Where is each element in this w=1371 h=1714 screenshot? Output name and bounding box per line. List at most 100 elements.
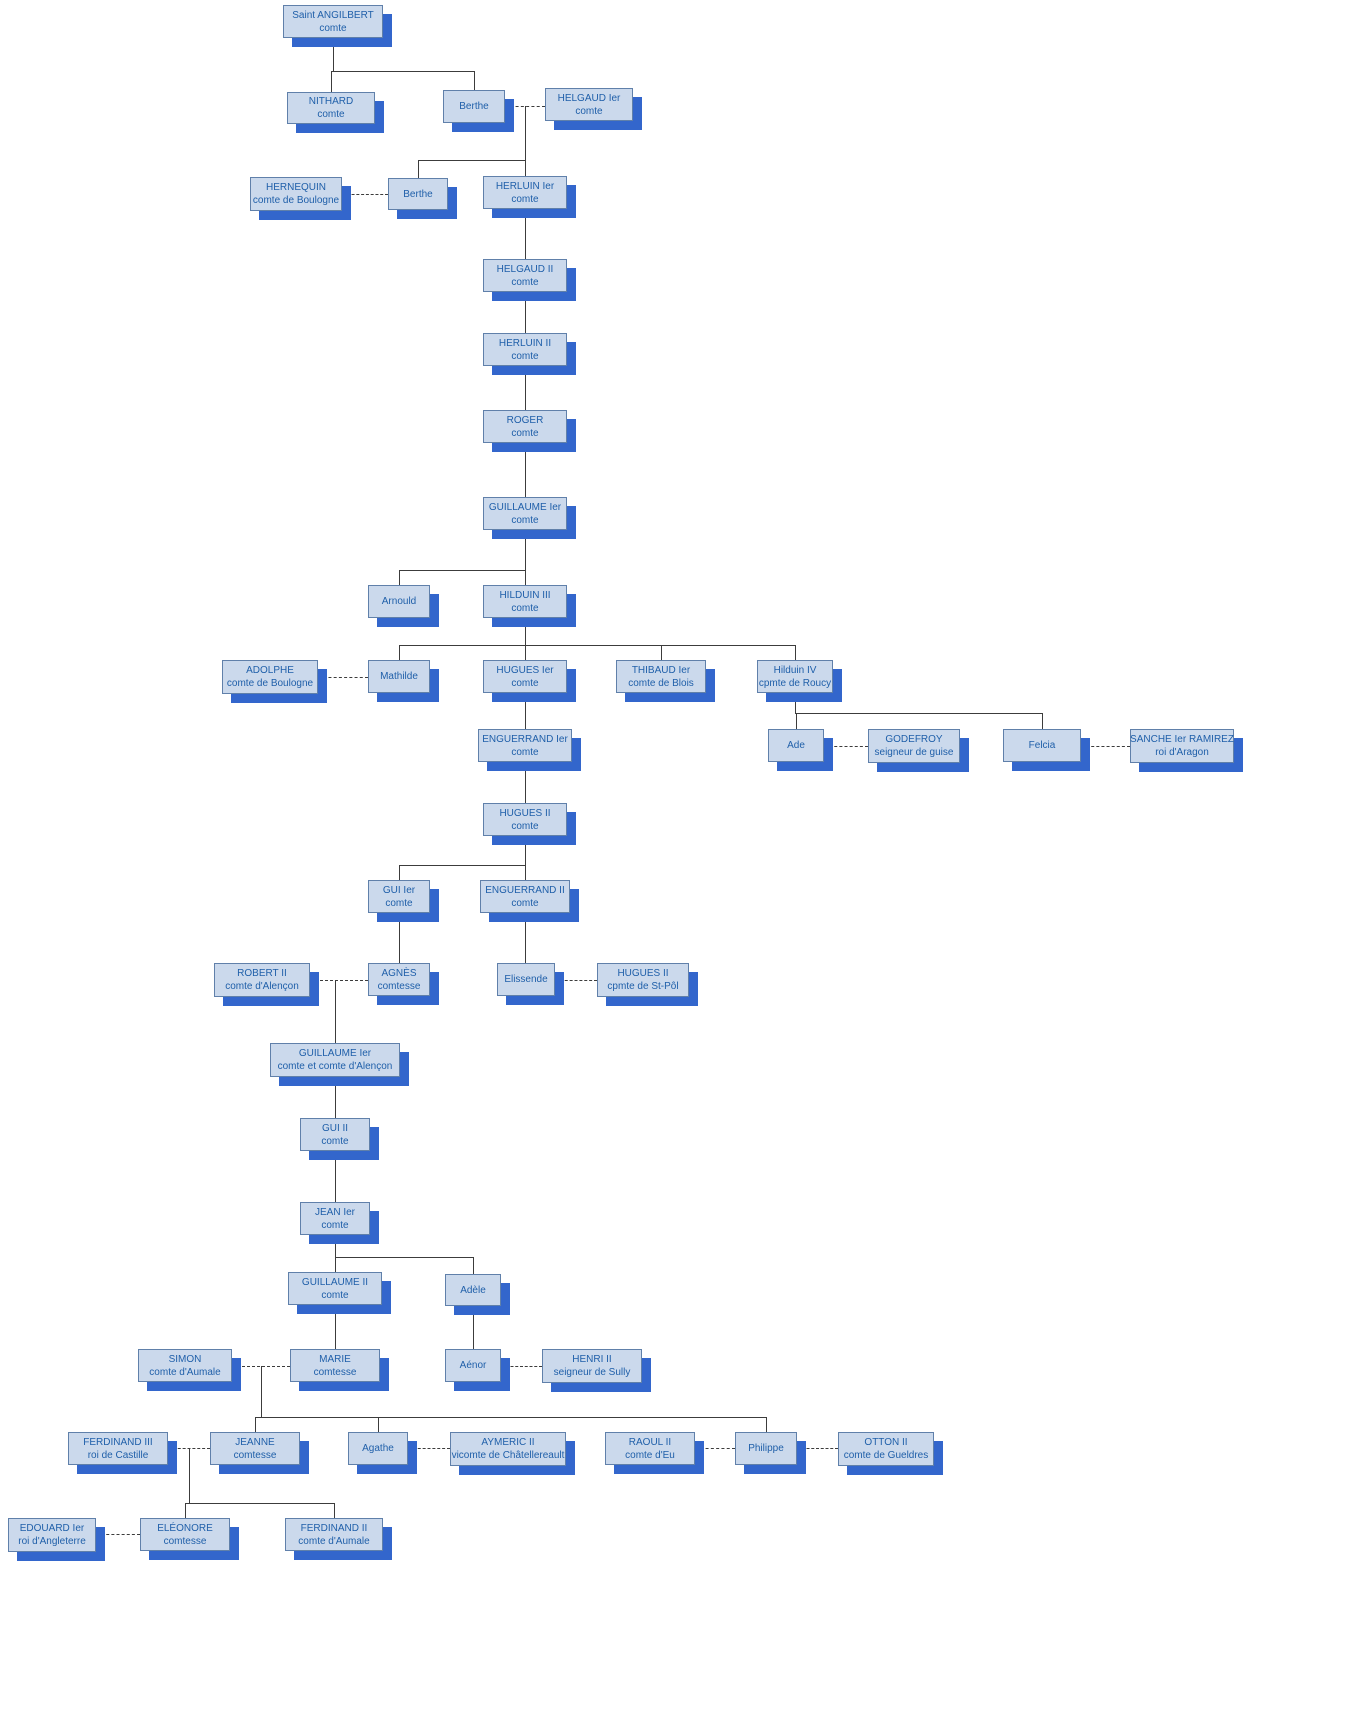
person-title: roi de Castille <box>87 1449 149 1461</box>
node-aenor[interactable]: Aénor <box>445 1349 501 1382</box>
person-title: comte <box>385 897 413 909</box>
descent-connector <box>378 1417 379 1432</box>
descent-connector <box>795 713 1042 714</box>
person-title: comte <box>575 105 603 117</box>
descent-connector <box>525 618 526 645</box>
descent-connector <box>331 71 332 92</box>
person-name: Elissende <box>504 974 548 985</box>
descent-connector <box>525 366 526 410</box>
node-berthe-1[interactable]: Berthe <box>443 90 505 123</box>
person-name: ROGER <box>506 414 544 426</box>
person-name: ADOLPHE <box>246 665 294 676</box>
person-name: NITHARD <box>308 96 354 107</box>
person-name: JEAN Ier <box>314 1206 355 1218</box>
descent-connector <box>418 160 419 178</box>
person-title: comte <box>511 897 539 909</box>
descent-connector <box>185 1503 334 1504</box>
descent-connector <box>399 570 525 571</box>
node-philippe[interactable]: Philippe <box>735 1432 797 1465</box>
descent-connector <box>525 913 526 963</box>
person-name: GUILLAUME II <box>301 1276 369 1288</box>
marriage-connector <box>342 194 388 195</box>
node-adele[interactable]: Adèle <box>445 1274 501 1306</box>
node-elissende[interactable]: Elissende <box>497 963 555 996</box>
descent-connector <box>335 1257 336 1272</box>
person-title: comte <box>511 677 539 689</box>
person-name: GUI Ier <box>382 884 416 896</box>
person-name: ROBERT II <box>237 968 287 979</box>
person-name: Ade <box>787 740 805 751</box>
person-name: Berthe <box>459 101 489 112</box>
descent-connector <box>525 292 526 333</box>
person-name: Aénor <box>459 1360 487 1371</box>
person-title: comtesse <box>377 980 421 992</box>
person-name: HILDUIN III <box>499 589 551 601</box>
node-felcia[interactable]: Felcia <box>1003 729 1081 762</box>
node-arnould[interactable]: Arnould <box>368 585 430 618</box>
person-title: comtesse <box>233 1449 277 1461</box>
node-ade[interactable]: Ade <box>768 729 824 762</box>
person-title: comte <box>511 276 539 288</box>
descent-connector <box>473 1257 474 1274</box>
person-name: SANCHE Ier RAMIREZ <box>1130 734 1234 745</box>
person-title: comte <box>319 22 347 34</box>
person-name: ENGUERRAND II <box>485 884 565 896</box>
person-name: Mathilde <box>380 671 418 682</box>
person-name: HUGUES II <box>499 807 551 819</box>
person-name: ENGUERRAND Ier <box>482 733 568 745</box>
person-title: vicomte de Châtellereault <box>451 1450 565 1461</box>
person-name: Hilduin IV <box>773 664 817 676</box>
person-name: Felcia <box>1028 740 1056 751</box>
person-title: comte <box>511 746 539 758</box>
descent-connector <box>525 443 526 497</box>
node-agathe[interactable]: Agathe <box>348 1432 408 1465</box>
node-berthe-2[interactable]: Berthe <box>388 178 448 210</box>
descent-connector <box>525 865 526 880</box>
person-name: ELÉONORE <box>157 1522 213 1534</box>
descent-connector <box>525 836 526 865</box>
descent-connector <box>335 980 336 1043</box>
node-mathilde[interactable]: Mathilde <box>368 660 430 693</box>
